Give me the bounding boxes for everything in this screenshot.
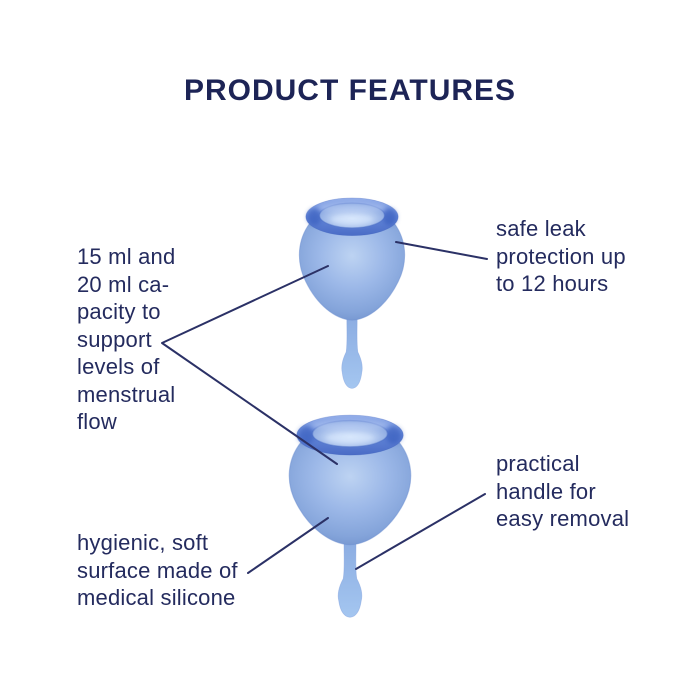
connector-lines — [161, 241, 488, 574]
menstrual-cup-small-illustration — [299, 198, 404, 388]
annotation-practical-handle: practical handle for easy removal — [496, 451, 630, 531]
annotation-leak-protection: safe leak protection up to 12 hours — [496, 216, 626, 296]
connector-leak-line — [395, 241, 488, 260]
menstrual-cup-large-illustration — [289, 415, 411, 617]
page-title: PRODUCT FEATURES — [183, 74, 517, 107]
annotation-hygienic-surface: hygienic, soft surface made of medical s… — [77, 530, 238, 610]
connector-surface-line — [247, 517, 329, 574]
connector-handle-line — [355, 493, 486, 570]
connector-capacity-line — [161, 265, 338, 465]
annotation-capacity: 15 ml and 20 ml ca- pacity to support le… — [77, 244, 176, 434]
